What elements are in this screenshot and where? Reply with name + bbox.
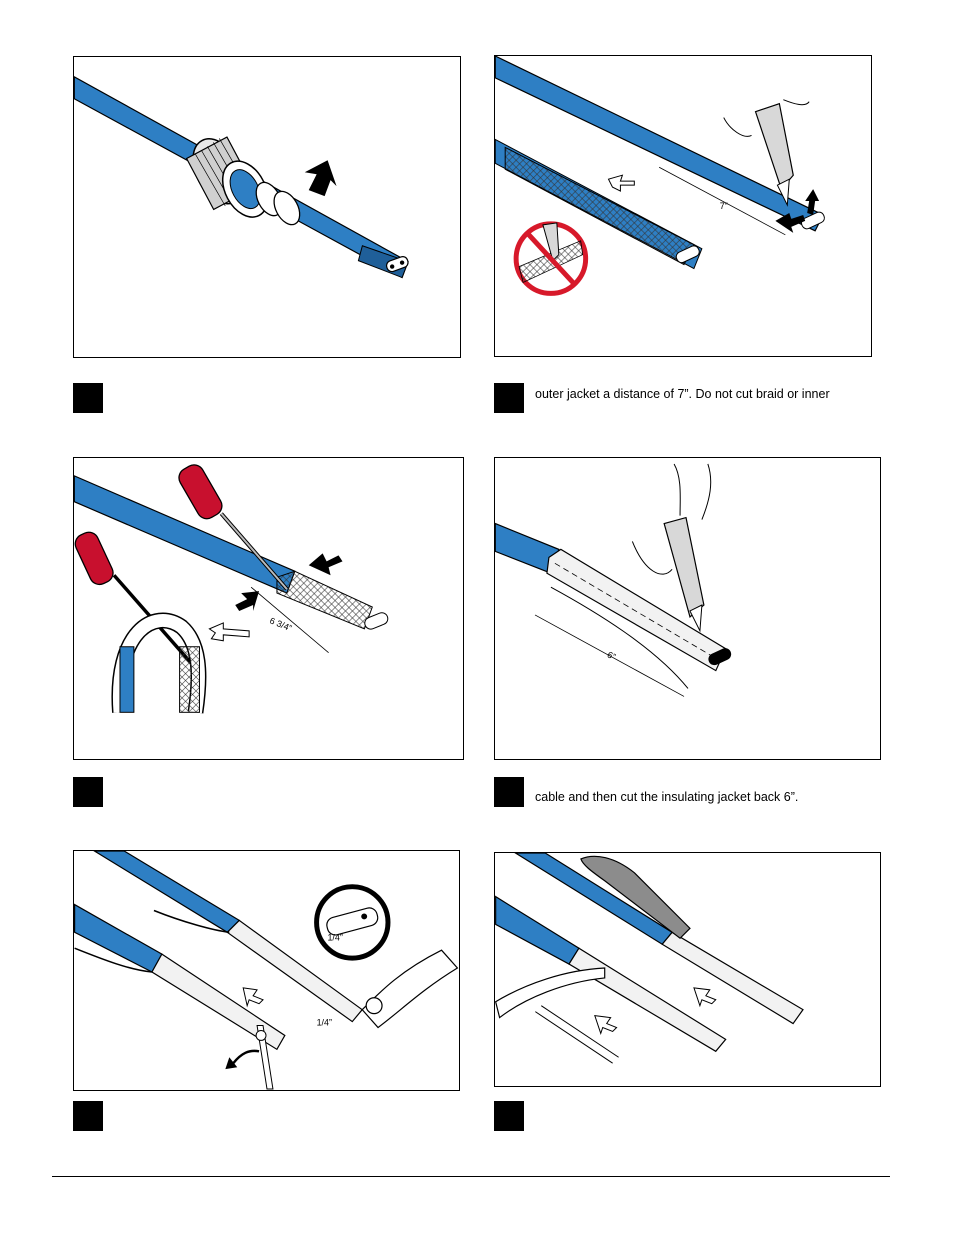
dimension-label-6-3-4in: 6 3/4” <box>268 615 293 633</box>
footer-rule <box>52 1176 890 1177</box>
braid-separation-illustration: 6 3/4” <box>74 464 389 714</box>
illustration-step-1 <box>73 56 461 358</box>
needle-nose-pliers <box>255 1025 274 1090</box>
direction-arrow-icon <box>607 174 820 233</box>
illustration-step-2: 7” <box>494 55 872 357</box>
prohibited-icon <box>513 221 589 296</box>
utility-knife <box>631 463 712 633</box>
jacket-cut-illustration: 7” <box>495 56 825 296</box>
step-number-box-6 <box>494 1101 524 1131</box>
utility-knife <box>723 99 810 207</box>
jacket-removal-illustration <box>495 853 804 1064</box>
illustration-step-5: 1/4” 1/4” <box>73 850 460 1091</box>
pliers <box>495 967 619 1064</box>
cable-fitting-illustration <box>74 76 409 279</box>
illustration-step-6 <box>494 852 881 1087</box>
dimension-label-6in: 6” <box>606 649 618 661</box>
dimension-label-quarter-in-detail: 1/4” <box>327 932 342 942</box>
step-number-box-5 <box>73 1101 103 1131</box>
insulation-cut-illustration: 6” <box>495 463 732 697</box>
illustration-step-3: 6 3/4” <box>73 457 464 760</box>
step-number-box-2 <box>494 383 524 413</box>
step-caption-2: outer jacket a distance of 7”. Do not cu… <box>535 387 830 401</box>
step-number-box-4 <box>494 777 524 807</box>
direction-arrow-icon <box>208 553 343 642</box>
direction-arrow-icon <box>225 987 264 1070</box>
push-arrow-icon <box>304 160 337 197</box>
magnified-detail: 1/4” <box>314 884 391 961</box>
dimension-label-7in: 7” <box>720 201 728 211</box>
direction-arrow-icon <box>594 987 717 1036</box>
screwdriver-upper <box>178 464 289 591</box>
illustration-step-4: 6” <box>494 457 881 760</box>
fitting-ferrule <box>255 181 301 226</box>
dimension-label-quarter-in-main: 1/4” <box>317 1018 332 1028</box>
wire-cutters <box>361 949 459 1029</box>
screwdriver-lower <box>74 531 207 714</box>
fitting-nut <box>185 136 269 218</box>
step-caption-4: cable and then cut the insulating jacket… <box>535 790 799 804</box>
step-number-box-1 <box>73 383 103 413</box>
conductor-strip-illustration: 1/4” 1/4” <box>74 851 459 1090</box>
step-number-box-3 <box>73 777 103 807</box>
